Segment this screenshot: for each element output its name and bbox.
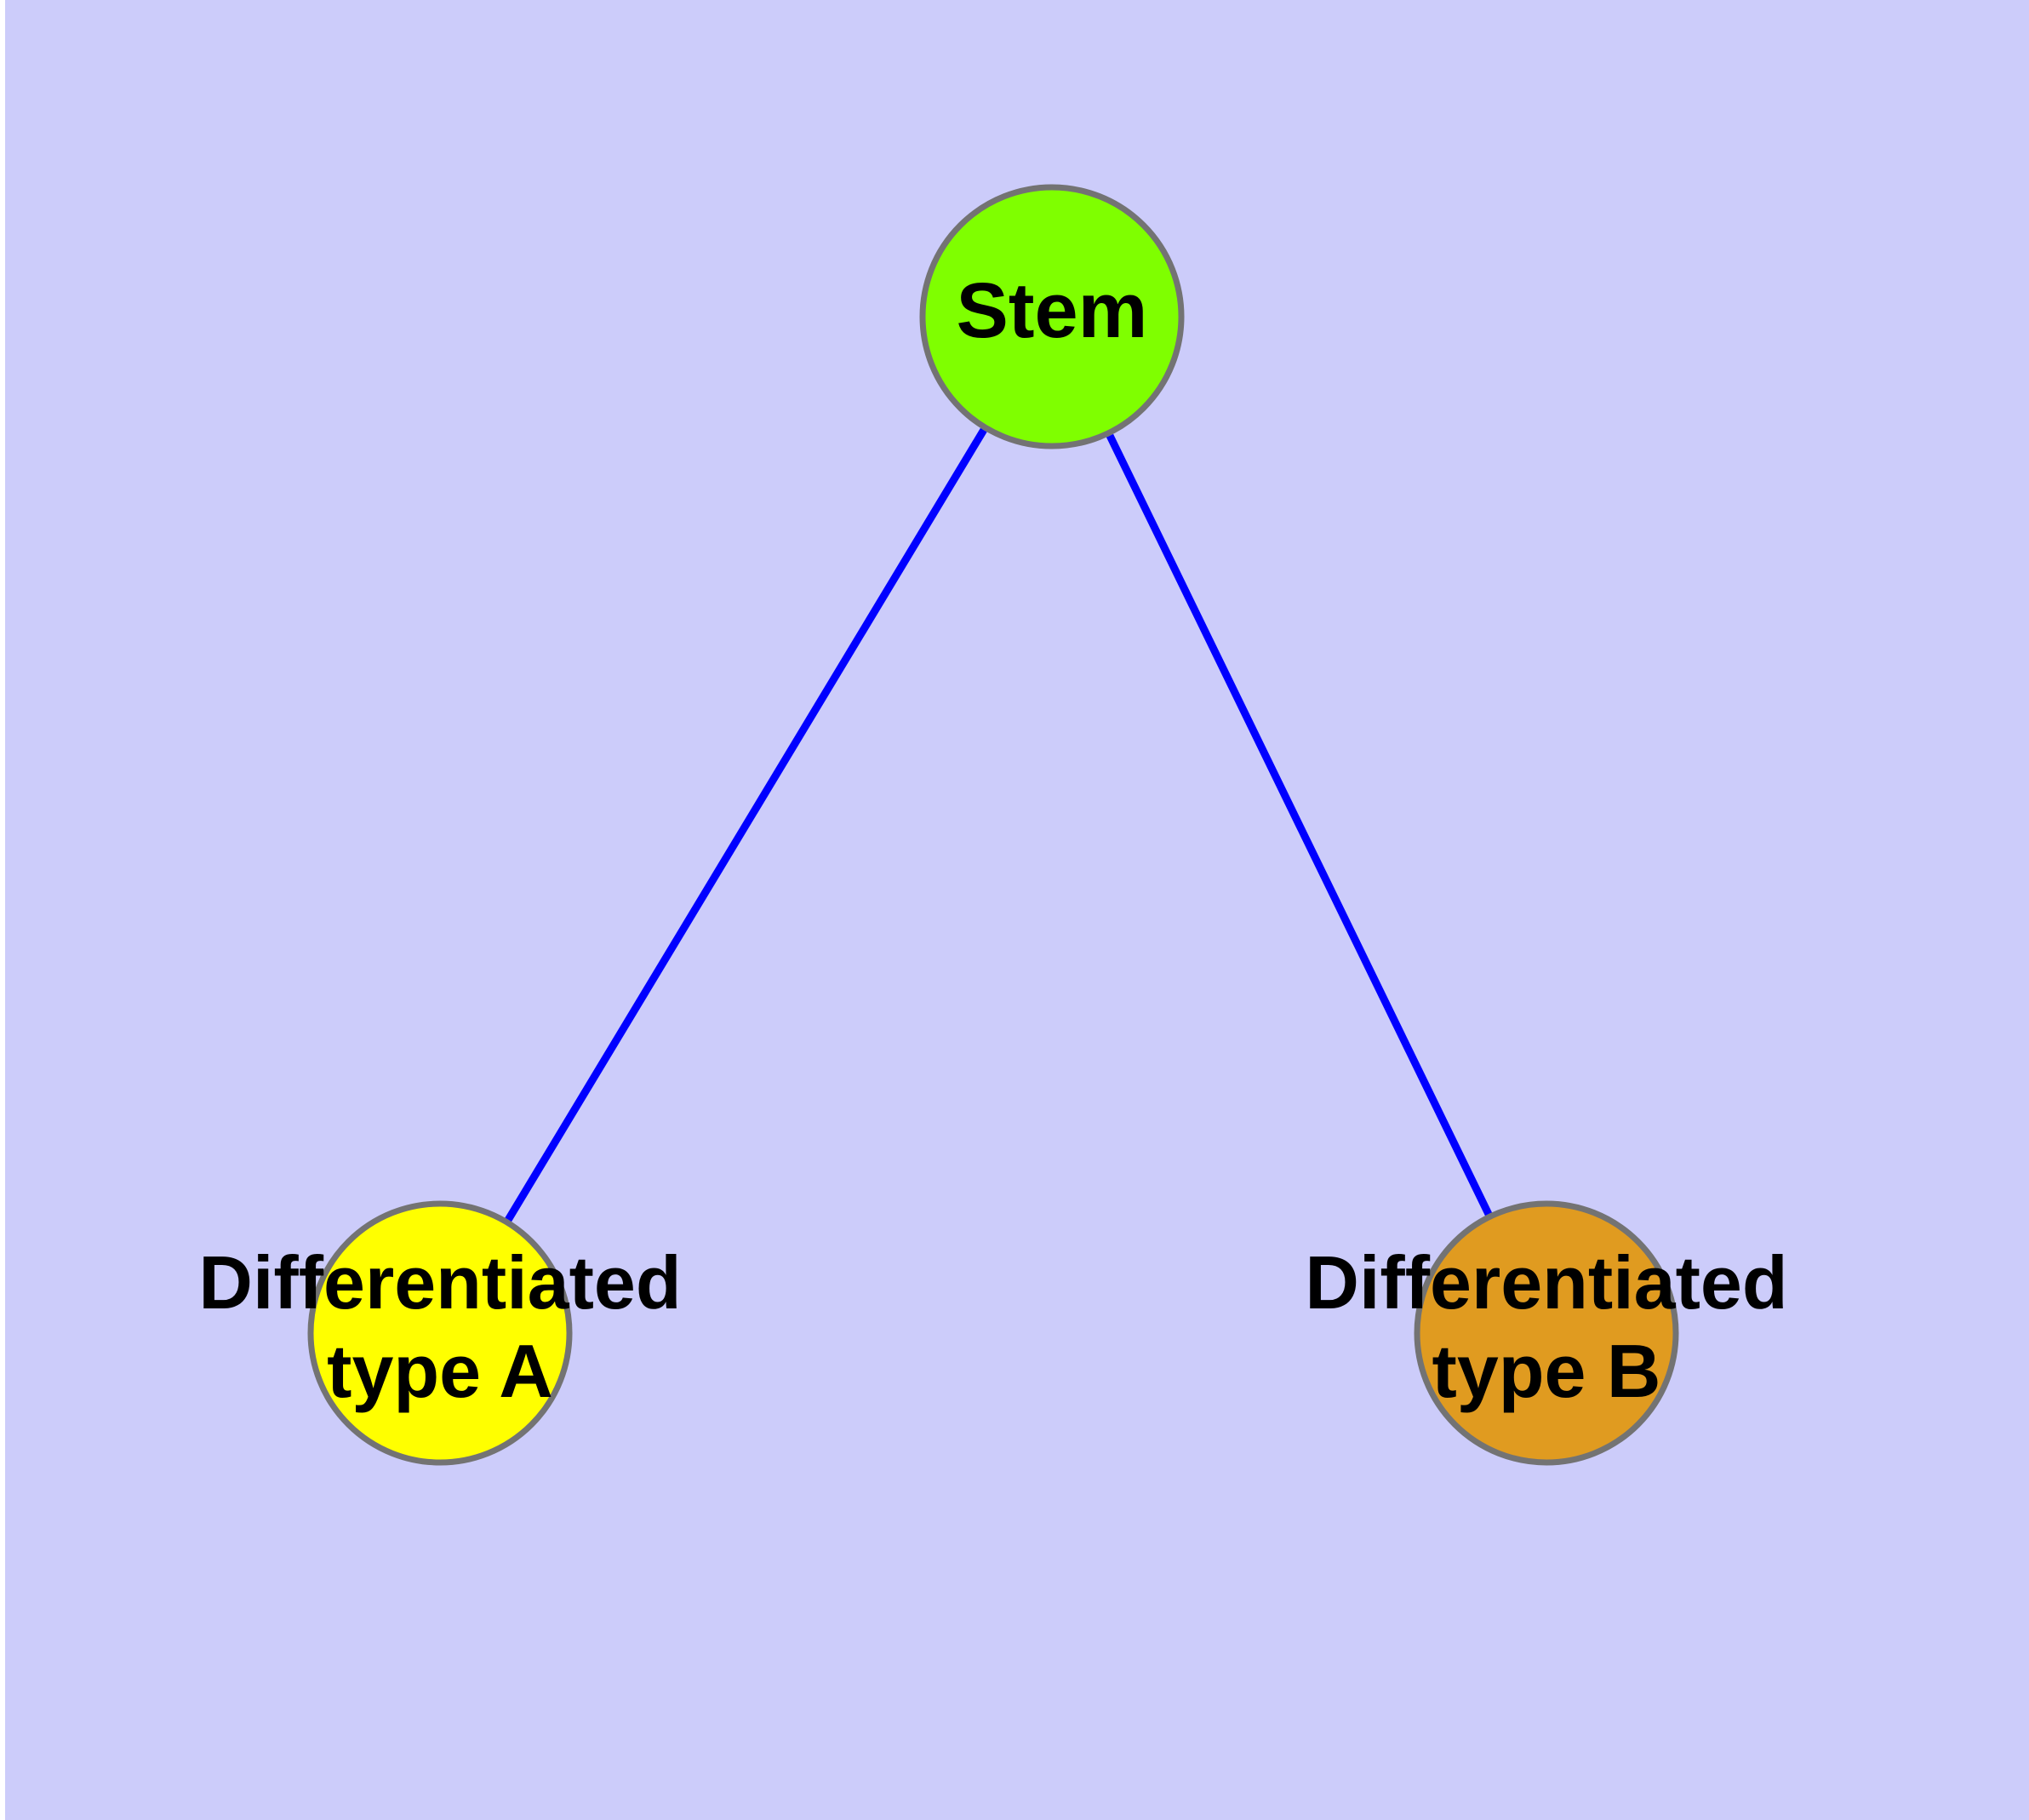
node-stem[interactable] xyxy=(919,184,1185,449)
node-label-line: Stem xyxy=(957,267,1148,354)
node-differentiated-type-a[interactable] xyxy=(307,1200,573,1466)
node-label-line: type B xyxy=(1432,1329,1661,1413)
nodes-group xyxy=(307,184,1679,1466)
node-label-line: Differentiated xyxy=(1305,1240,1787,1325)
node-label-line: type A xyxy=(327,1329,553,1413)
edges-group xyxy=(437,314,1551,1336)
node-differentiated-type-b[interactable] xyxy=(1414,1200,1679,1466)
node-label-stem: Stem xyxy=(957,267,1148,354)
node-label-line: Differentiated xyxy=(198,1240,681,1325)
edge-stem-to-differentiated-a[interactable] xyxy=(437,314,1055,1336)
edge-stem-to-differentiated-b[interactable] xyxy=(1048,315,1551,1335)
